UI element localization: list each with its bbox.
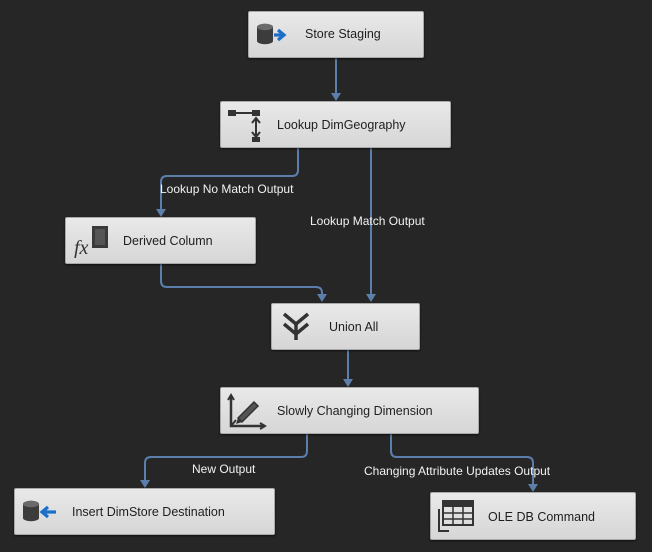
lookup-icon: [228, 110, 261, 142]
component-derived-column[interactable]: fx Derived Column: [65, 217, 256, 264]
arrowhead: [366, 294, 376, 302]
derived-column-fx-icon: fx: [74, 226, 108, 258]
component-slowly-changing-dimension[interactable]: Slowly Changing Dimension: [220, 387, 479, 434]
component-label: Store Staging: [305, 27, 381, 41]
arrowhead: [156, 209, 166, 217]
arrowhead: [528, 484, 538, 492]
component-label: OLE DB Command: [488, 510, 595, 524]
arrowhead: [140, 480, 150, 488]
component-ole-db-command[interactable]: OLE DB Command: [430, 492, 636, 540]
path-scd-new-output: [144, 434, 308, 482]
svg-text:fx: fx: [74, 237, 89, 258]
ole-db-source-icon: [257, 23, 287, 45]
ole-db-command-icon: [438, 500, 474, 532]
component-label: Lookup DimGeography: [277, 118, 406, 132]
component-label: Union All: [329, 320, 379, 334]
ole-db-destination-icon: [23, 500, 56, 522]
component-label: Insert DimStore Destination: [72, 505, 225, 519]
component-label: Derived Column: [123, 234, 213, 248]
path-label-changing-attribute-updates[interactable]: Changing Attribute Updates Output: [364, 464, 551, 478]
path-label-new-output[interactable]: New Output: [192, 462, 256, 476]
component-lookup-dimgeography[interactable]: Lookup DimGeography: [220, 101, 451, 148]
component-union-all[interactable]: Union All: [271, 303, 420, 350]
path-derived-to-union: [160, 264, 323, 296]
component-label: Slowly Changing Dimension: [277, 404, 433, 418]
path-label-lookup-match[interactable]: Lookup Match Output: [310, 214, 425, 228]
arrowhead: [331, 93, 341, 101]
component-store-staging[interactable]: Store Staging: [248, 11, 424, 58]
arrowhead: [343, 379, 353, 387]
union-all-icon: [282, 312, 310, 340]
component-insert-dimstore-destination[interactable]: Insert DimStore Destination: [14, 488, 275, 535]
path-lookup-no-match: [160, 148, 299, 211]
slowly-changing-dimension-icon: [227, 393, 267, 430]
arrowhead: [317, 294, 327, 302]
path-scd-changing-updates: [390, 434, 534, 486]
path-label-lookup-no-match[interactable]: Lookup No Match Output: [160, 182, 294, 196]
